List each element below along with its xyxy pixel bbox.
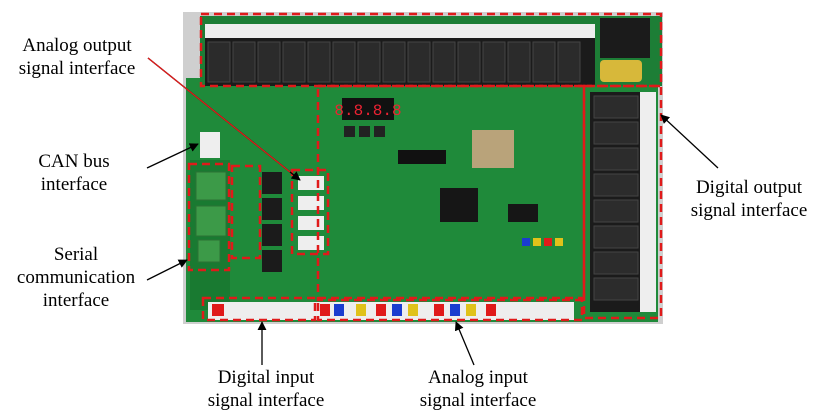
push-buttons: [344, 126, 385, 137]
label-digital-input: Digital input signal interface: [207, 367, 325, 411]
ic-chip: [508, 204, 538, 222]
sd-card-slot: [472, 130, 514, 168]
label-digital-output: Digital output signal interface: [690, 177, 808, 221]
header-connector: [398, 150, 446, 164]
box-analog-input-top: [316, 84, 586, 302]
seven-segment-display: [342, 98, 394, 120]
label-can-bus: CAN bus interface: [38, 151, 110, 195]
box-digital-input: [201, 296, 317, 322]
top-relay-row: [205, 18, 650, 86]
green-terminal-blocks: [195, 171, 227, 263]
box-analog-output: [290, 168, 330, 256]
pointer-analog-input: [454, 321, 475, 366]
label-analog-output: Analog output signal interface: [18, 35, 136, 79]
pointer-analog-output-red: [147, 57, 291, 173]
pointer-serial: [146, 259, 188, 281]
box-analog-input: [316, 296, 584, 322]
bottom-terminal-strip: [208, 302, 574, 320]
box-mid-relays: [230, 164, 262, 260]
seven-segment-digits: 8.8.8.8: [334, 102, 401, 120]
mcu-chip: [440, 188, 478, 222]
pointer-digital-output: [660, 114, 719, 169]
box-serial: [187, 162, 231, 272]
label-analog-input: Analog input signal interface: [419, 367, 537, 411]
mid-relay-block: [262, 172, 282, 272]
can-connector: [200, 132, 220, 158]
pcb-board: [186, 78, 658, 322]
label-serial: Serial communication interface: [16, 244, 136, 311]
box-digital-output-top: [199, 12, 663, 88]
right-relay-column: [590, 92, 656, 312]
colored-jumpers: [522, 238, 563, 246]
pointer-can-bus: [146, 143, 199, 169]
